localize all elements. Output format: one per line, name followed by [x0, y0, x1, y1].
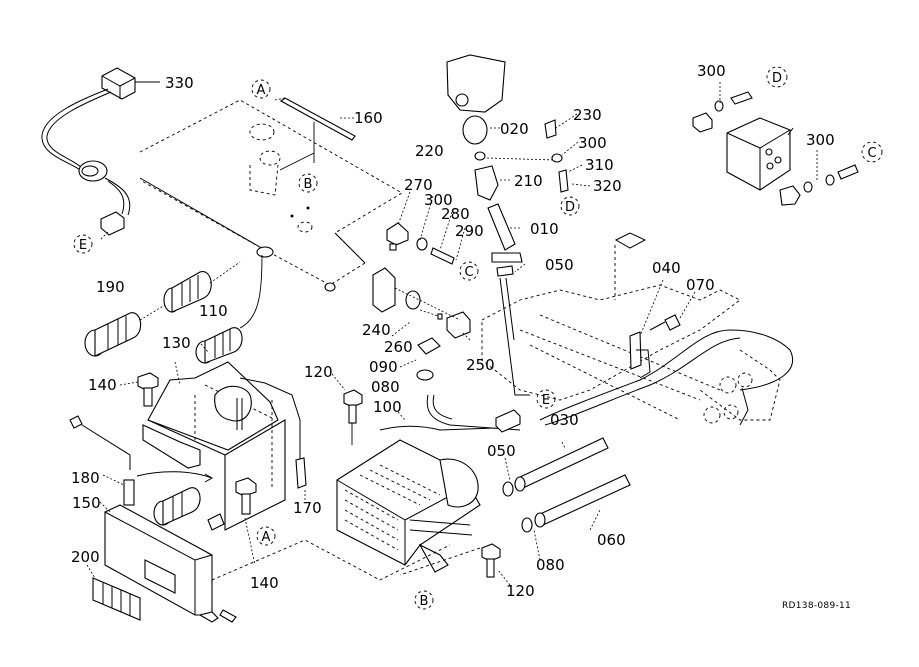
- tractor-frame: [481, 232, 793, 426]
- part-label-110[interactable]: 110: [199, 302, 228, 320]
- callout-e[interactable]: E: [73, 234, 93, 254]
- clip-180: [69, 415, 214, 506]
- water-valve-assembly: [446, 54, 556, 396]
- part-label-330[interactable]: 330: [165, 74, 194, 92]
- callout-d-letter: D: [772, 71, 782, 86]
- hose-connection: [416, 337, 521, 431]
- callout-d-letter: D: [565, 200, 575, 215]
- part-label-180[interactable]: 180: [71, 469, 100, 487]
- part-label-240[interactable]: 240: [362, 321, 391, 339]
- part-label-160[interactable]: 160: [354, 109, 383, 127]
- fittings-left: [386, 222, 455, 265]
- part-label-120[interactable]: 120: [304, 363, 333, 381]
- reference-callouts: A B E D C D C E: [73, 66, 883, 610]
- part-label-200[interactable]: 200: [71, 548, 100, 566]
- callout-e[interactable]: E: [536, 389, 556, 409]
- callout-c-letter: C: [867, 146, 876, 161]
- floor-plate: [139, 99, 403, 292]
- part-label-030[interactable]: 030: [550, 411, 579, 429]
- callout-a[interactable]: A: [256, 526, 276, 546]
- callout-e-letter: E: [542, 393, 550, 408]
- part-label-020[interactable]: 020: [500, 120, 529, 138]
- part-label-070[interactable]: 070: [686, 276, 715, 294]
- control-valve-block: [692, 91, 859, 206]
- fittings-right: [544, 119, 569, 193]
- wire-harness-330: [41, 67, 136, 236]
- hose-110: [195, 254, 263, 364]
- callout-d[interactable]: D: [766, 66, 788, 88]
- bolt-140-a: [137, 372, 159, 407]
- part-label-170[interactable]: 170: [293, 499, 322, 517]
- screw: [219, 609, 237, 623]
- callout-b-letter: B: [420, 594, 429, 609]
- part-label-040[interactable]: 040: [652, 259, 681, 277]
- heater-box-130: [142, 361, 307, 531]
- callout-a-letter: A: [262, 530, 271, 545]
- part-label-130[interactable]: 130: [162, 334, 191, 352]
- seal-strip-160: [279, 97, 356, 171]
- part-label-220[interactable]: 220: [415, 142, 444, 160]
- hose-inner: [153, 487, 201, 526]
- cover-150: [104, 504, 219, 623]
- part-label-010[interactable]: 010: [530, 220, 559, 238]
- part-label-310[interactable]: 310: [585, 156, 614, 174]
- part-label-280[interactable]: 280: [441, 205, 470, 223]
- callout-d[interactable]: D: [560, 196, 580, 216]
- phantom-line: [399, 547, 481, 576]
- leader-lines: [86, 81, 818, 586]
- pipe-060: [521, 474, 631, 533]
- phantom-line: [211, 539, 451, 581]
- part-labels: 330 160 190 110 130 140 180 150 200 140 …: [71, 62, 835, 600]
- callout-a-letter: A: [257, 83, 266, 98]
- part-label-060[interactable]: 060: [597, 531, 626, 549]
- bolt-120-a: [343, 389, 363, 445]
- part-label-270[interactable]: 270: [404, 176, 433, 194]
- part-label-190[interactable]: 190: [96, 278, 125, 296]
- part-label-150[interactable]: 150: [72, 494, 101, 512]
- hose-190: [84, 261, 241, 357]
- part-label-080[interactable]: 080: [371, 378, 400, 396]
- part-label-300[interactable]: 300: [578, 134, 607, 152]
- callout-b-letter: B: [304, 177, 313, 192]
- callout-a[interactable]: A: [251, 79, 271, 99]
- callout-c[interactable]: C: [861, 141, 883, 163]
- callout-b[interactable]: B: [414, 590, 434, 610]
- part-label-140[interactable]: 140: [250, 574, 279, 592]
- part-label-100[interactable]: 100: [373, 398, 402, 416]
- valve-fittings: [372, 267, 471, 339]
- callout-c-letter: C: [464, 265, 473, 280]
- duct-hoses: [84, 254, 263, 364]
- part-label-320[interactable]: 320: [593, 177, 622, 195]
- part-label-230[interactable]: 230: [573, 106, 602, 124]
- part-label-300[interactable]: 300: [697, 62, 726, 80]
- part-label-260[interactable]: 260: [384, 338, 413, 356]
- part-label-250[interactable]: 250: [466, 356, 495, 374]
- callout-e-letter: E: [79, 238, 87, 253]
- connector: [495, 409, 521, 433]
- part-label-090[interactable]: 090: [369, 358, 398, 376]
- callout-c[interactable]: C: [459, 261, 479, 281]
- part-label-080[interactable]: 080: [536, 556, 565, 574]
- part-label-140[interactable]: 140: [88, 376, 117, 394]
- part-label-120[interactable]: 120: [506, 582, 535, 600]
- part-label-300[interactable]: 300: [806, 131, 835, 149]
- part-label-300[interactable]: 300: [424, 191, 453, 209]
- vent-grille-200: [92, 577, 141, 621]
- pipe-030: [502, 437, 609, 497]
- bolt-120-b: [481, 543, 501, 578]
- drawing-code: RD138-089-11: [782, 601, 851, 611]
- part-label-050[interactable]: 050: [545, 256, 574, 274]
- callout-b[interactable]: B: [298, 173, 318, 193]
- part-label-210[interactable]: 210: [514, 172, 543, 190]
- bolt-140-b: [235, 477, 257, 515]
- part-label-290[interactable]: 290: [455, 222, 484, 240]
- part-label-050[interactable]: 050: [487, 442, 516, 460]
- heater-unit-100: [336, 425, 496, 573]
